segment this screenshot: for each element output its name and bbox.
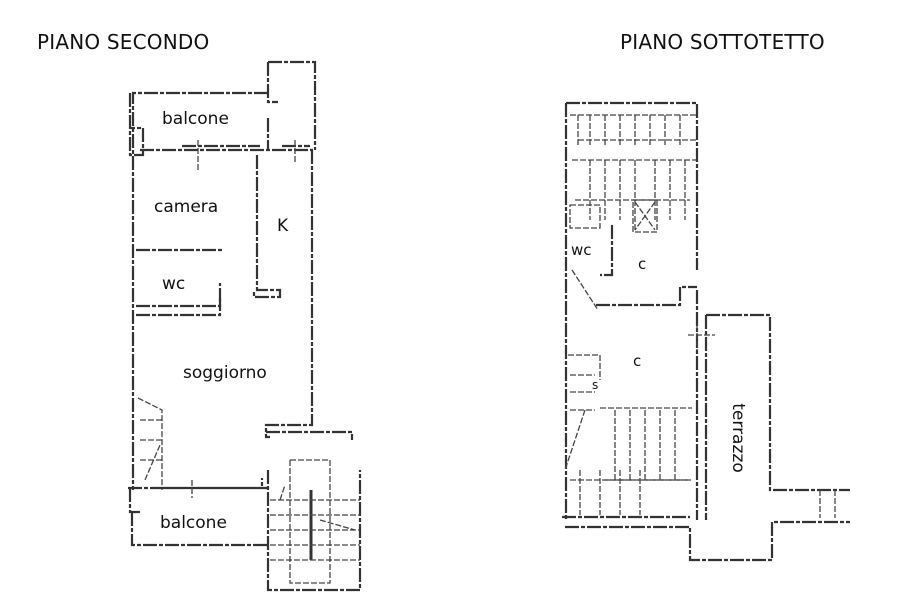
room-c-2: c (633, 352, 642, 370)
title-piano-secondo: PIANO SECONDO (37, 30, 210, 54)
stairs-label: s (592, 378, 599, 392)
room-balcone-bottom: balcone (160, 513, 227, 533)
room-soggiorno: soggiorno (183, 363, 267, 383)
room-balcone-top: balcone (162, 109, 229, 129)
room-wc-sottotetto: wc (571, 241, 592, 259)
title-piano-sottotetto: PIANO SOTTOTETTO (620, 30, 825, 54)
room-kitchen: K (277, 216, 289, 236)
room-c-1: c (638, 255, 647, 273)
room-terrazzo: terrazzo (728, 403, 748, 473)
room-wc: wc (162, 274, 186, 294)
room-camera: camera (154, 197, 219, 217)
plan-piano-secondo (128, 60, 362, 592)
plan-piano-sottotetto (562, 101, 850, 562)
